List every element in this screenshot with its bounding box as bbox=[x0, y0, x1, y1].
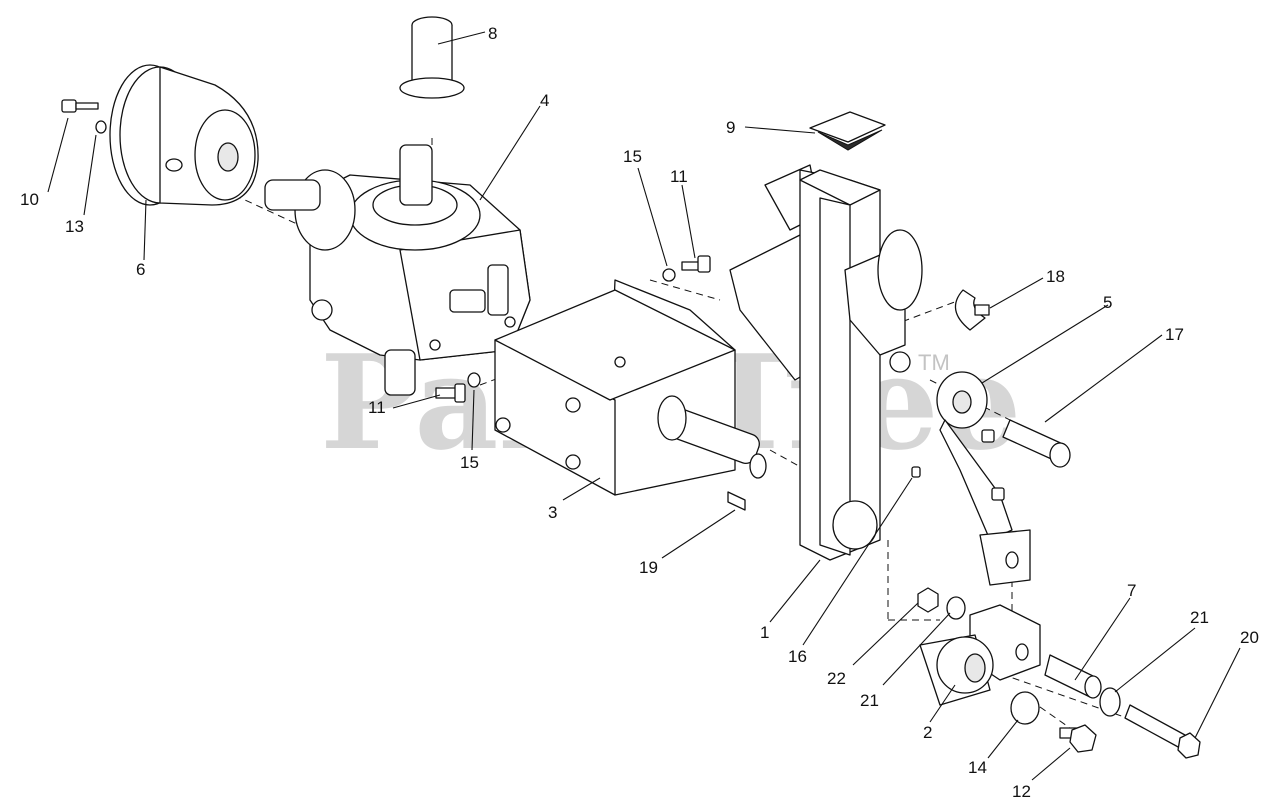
cylinder-part-5 bbox=[936, 371, 1031, 586]
callout-5: 5 bbox=[1103, 293, 1112, 312]
callout-21-left: 21 bbox=[860, 691, 879, 710]
pin-part-17 bbox=[1002, 419, 1071, 468]
callout-22: 22 bbox=[827, 669, 846, 688]
spacer-part-7 bbox=[1044, 654, 1102, 699]
callout-3: 3 bbox=[548, 503, 557, 522]
sleeve-part-8 bbox=[399, 16, 465, 99]
clip-part-18 bbox=[954, 289, 990, 331]
callout-21-right: 21 bbox=[1190, 608, 1209, 627]
bolt-part-12 bbox=[1059, 724, 1097, 753]
callout-10: 10 bbox=[20, 190, 39, 209]
callout-11-upper: 11 bbox=[670, 167, 688, 186]
grease-fitting-part-16 bbox=[911, 466, 921, 478]
callout-6: 6 bbox=[136, 260, 145, 279]
callout-20: 20 bbox=[1240, 628, 1259, 647]
callout-8: 8 bbox=[488, 24, 497, 43]
key-part-19 bbox=[727, 491, 746, 511]
bolt-part-11-lower bbox=[435, 383, 466, 403]
watermark-trademark: TM bbox=[918, 350, 950, 375]
callout-2: 2 bbox=[923, 723, 932, 742]
callout-17: 17 bbox=[1165, 325, 1184, 344]
frame-part-1 bbox=[729, 164, 923, 561]
callout-15-lower: 15 bbox=[460, 453, 479, 472]
callout-7: 7 bbox=[1127, 581, 1136, 600]
washer-part-21-right bbox=[1099, 687, 1121, 717]
callout-4: 4 bbox=[540, 91, 549, 110]
callout-9: 9 bbox=[726, 118, 735, 137]
gearbox-part-4 bbox=[264, 144, 531, 396]
washer-part-15-upper bbox=[662, 268, 676, 282]
callout-labels: 8 4 9 10 13 6 15 11 18 5 17 11 15 3 19 1… bbox=[20, 24, 1259, 801]
callout-18: 18 bbox=[1046, 267, 1065, 286]
bolt-part-20 bbox=[1124, 704, 1201, 759]
callout-19: 19 bbox=[639, 558, 658, 577]
callout-14: 14 bbox=[968, 758, 987, 777]
callout-13: 13 bbox=[65, 217, 84, 236]
washer-part-14 bbox=[1010, 691, 1040, 725]
pulley-part-6 bbox=[109, 64, 259, 206]
callout-12: 12 bbox=[1012, 782, 1031, 801]
bushing-part-2 bbox=[919, 604, 1041, 706]
bolt-part-10 bbox=[61, 99, 99, 113]
cap-part-9 bbox=[809, 111, 886, 151]
callout-1: 1 bbox=[760, 623, 769, 642]
washer-part-13 bbox=[95, 120, 107, 134]
callout-16: 16 bbox=[788, 647, 807, 666]
nut-part-22 bbox=[917, 587, 939, 613]
callout-11-lower: 11 bbox=[368, 398, 386, 417]
washer-part-15-lower bbox=[467, 372, 481, 388]
bolt-part-11-upper bbox=[681, 255, 711, 273]
bracket-part-3 bbox=[494, 279, 767, 496]
leader-lines bbox=[47, 31, 1241, 781]
washer-part-21-left bbox=[946, 596, 966, 620]
callout-15-upper: 15 bbox=[623, 147, 642, 166]
